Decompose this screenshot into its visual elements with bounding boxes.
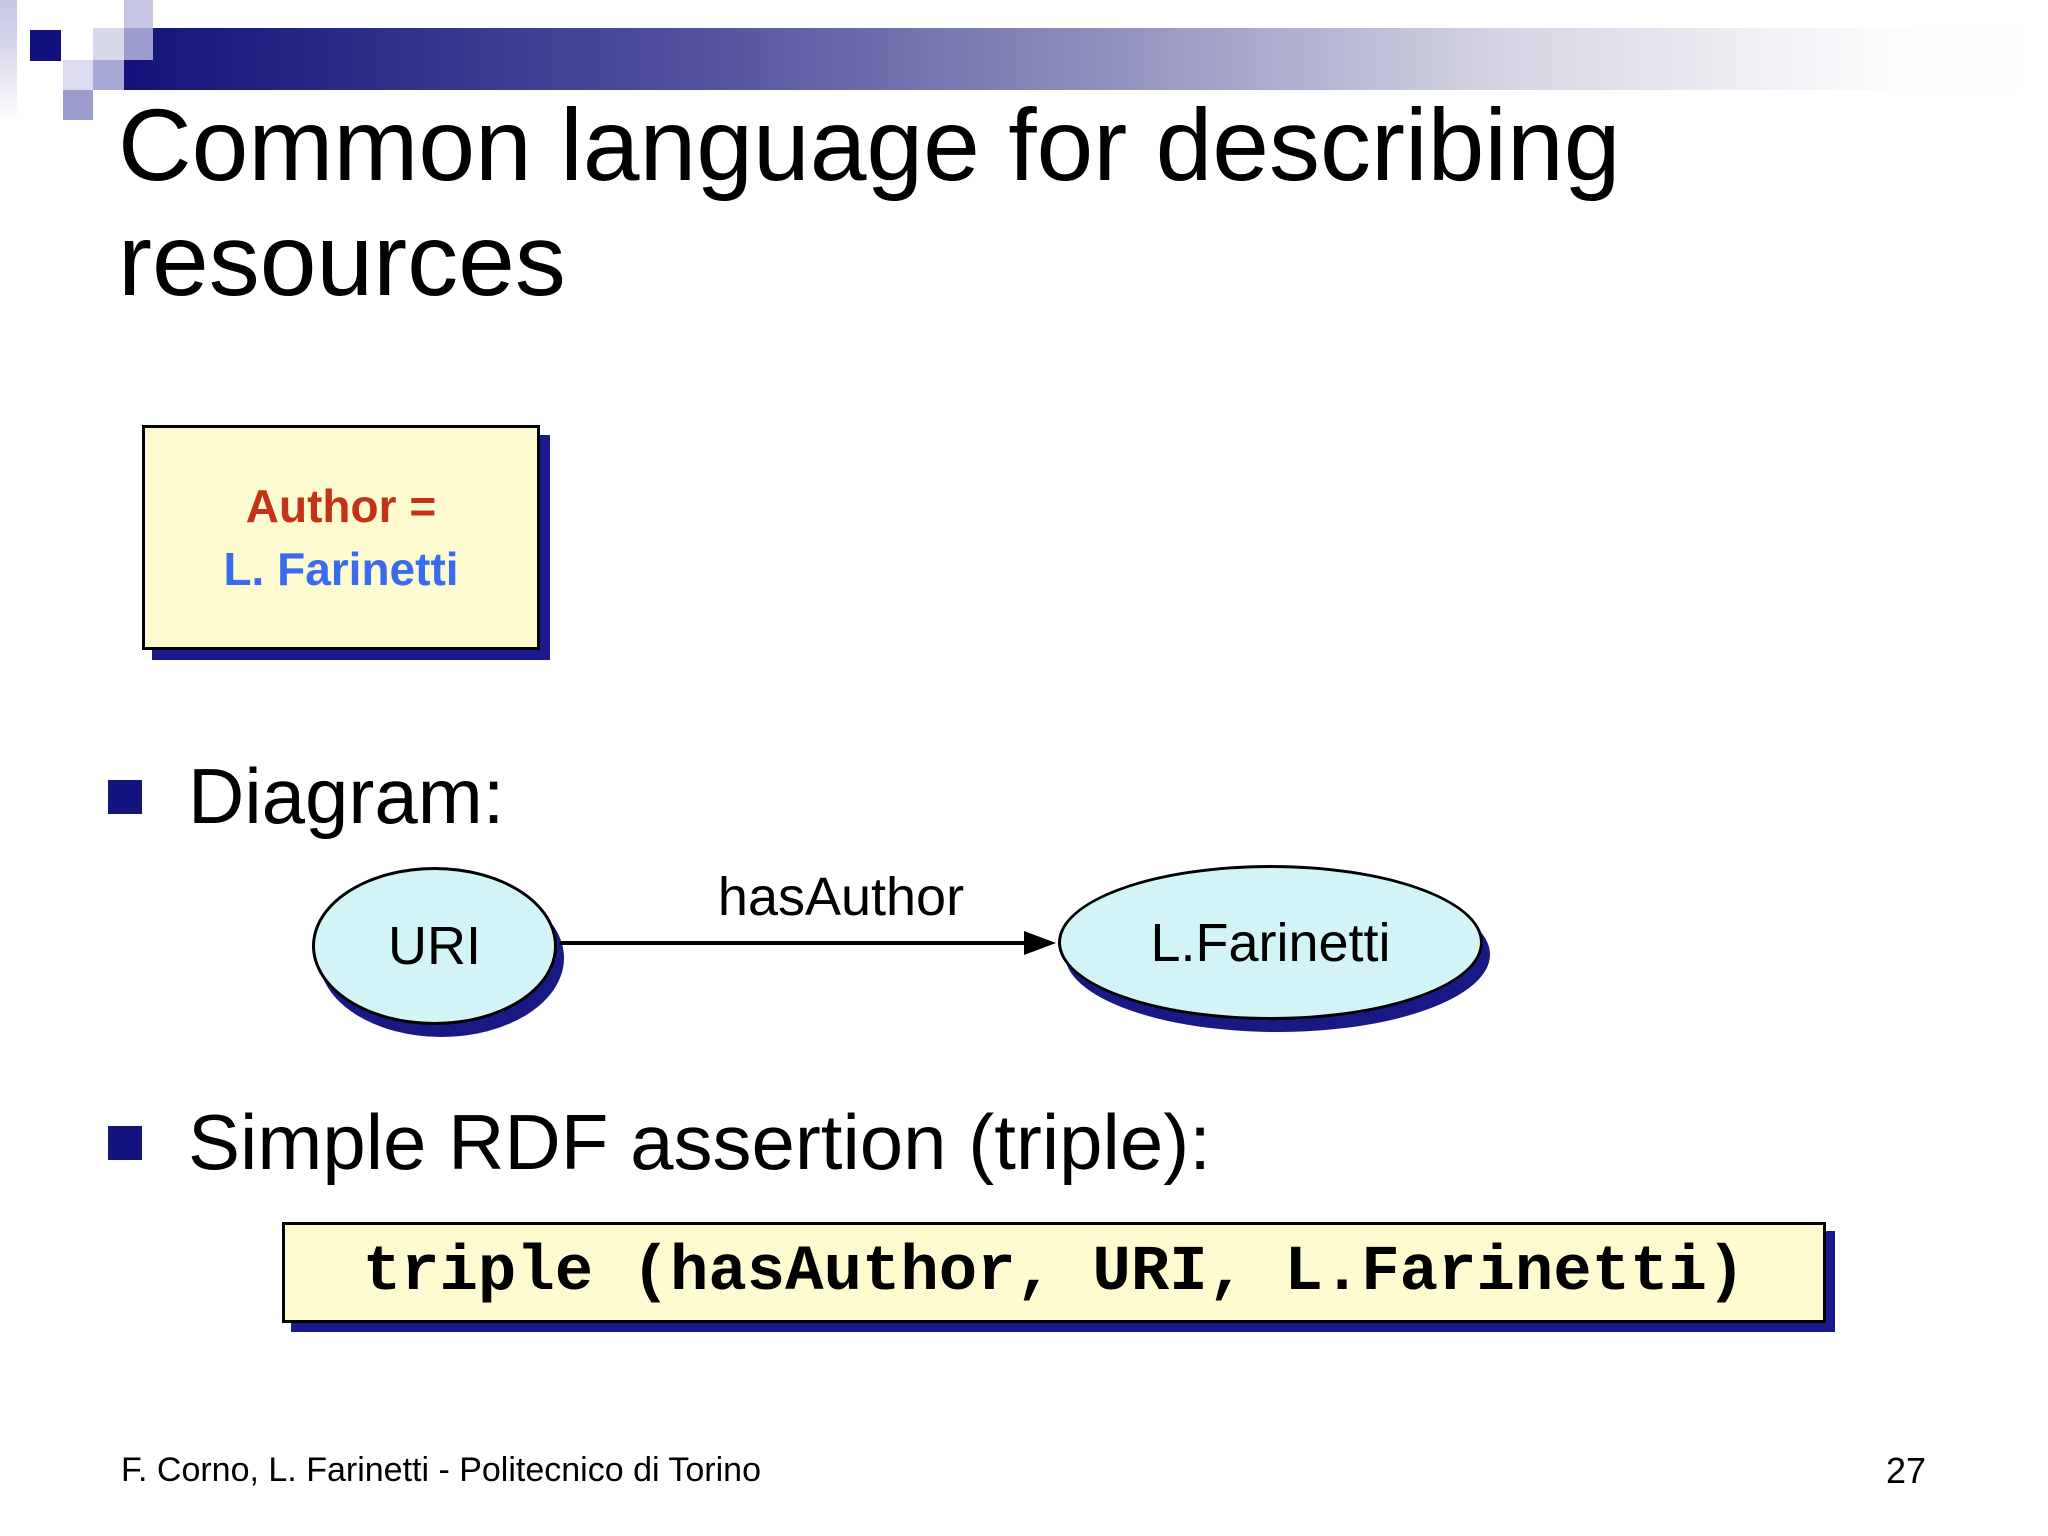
footer-credit: F. Corno, L. Farinetti - Politecnico di …: [121, 1451, 761, 1489]
diagram-arrowhead-icon: [1024, 931, 1056, 955]
deco-square: [30, 30, 61, 61]
deco-gradient-bar: [124, 28, 2048, 90]
deco-square: [124, 28, 153, 60]
triple-code-text: triple (hasAuthor, URI, L.Farinetti): [362, 1236, 1746, 1309]
deco-square: [93, 28, 124, 60]
diagram-object-ellipse: L.Farinetti: [1058, 865, 1483, 1020]
page-title: Common language for describing resources: [118, 88, 1621, 318]
bullet-item-diagram: Diagram:: [108, 752, 504, 842]
bullet-square-icon: [108, 1125, 142, 1160]
deco-square: [63, 60, 93, 90]
bullet-label: Diagram:: [188, 752, 505, 840]
author-label: Author =: [245, 480, 437, 533]
bullet-square-icon: [108, 779, 142, 814]
author-callout-box: Author = L. Farinetti: [142, 425, 540, 650]
author-value: L. Farinetti: [223, 542, 459, 595]
page-number: 27: [1885, 1450, 1926, 1491]
deco-square: [93, 60, 124, 90]
diagram-object-label: L.Farinetti: [1150, 912, 1391, 973]
bullet-label: Simple RDF assertion (triple):: [188, 1098, 1211, 1186]
bullet-item-assertion: Simple RDF assertion (triple):: [108, 1098, 1211, 1188]
diagram-arrow-line: [560, 941, 1026, 945]
deco-square: [63, 90, 93, 120]
deco-left-strip: [0, 0, 17, 122]
diagram-subject-ellipse: URI: [312, 867, 557, 1025]
triple-code-box: triple (hasAuthor, URI, L.Farinetti): [282, 1222, 1826, 1323]
deco-square: [124, 0, 153, 28]
diagram-predicate-label: hasAuthor: [717, 867, 965, 927]
diagram-subject-label: URI: [388, 916, 481, 976]
